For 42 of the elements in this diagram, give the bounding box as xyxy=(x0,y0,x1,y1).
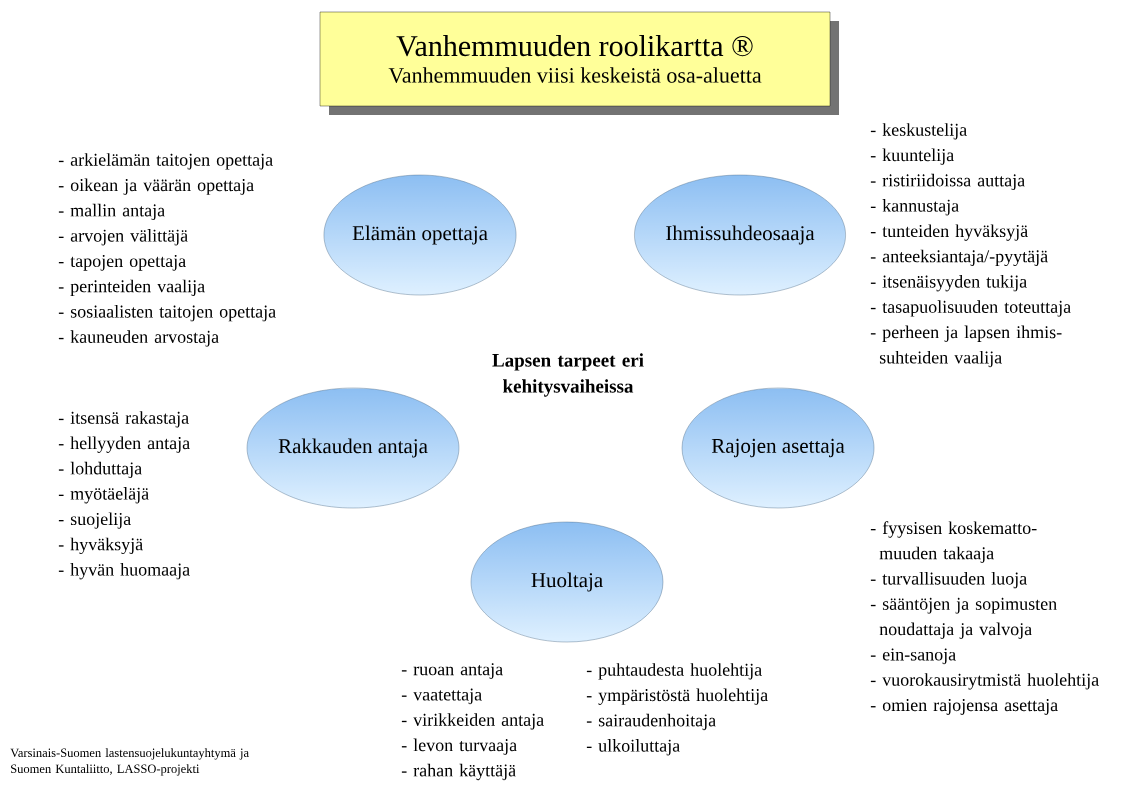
list-item: - levon turvaaja xyxy=(401,738,517,755)
list-item: - lohduttaja xyxy=(58,461,142,479)
list-item: - ein-sanoja xyxy=(870,648,956,665)
list-item: - itsensä rakastaja xyxy=(58,411,189,428)
list-item: - ympäristöstä huolehtija xyxy=(586,688,768,705)
list-item: - ulkoiluttaja xyxy=(586,739,680,756)
list-item: - mallin antaja xyxy=(58,203,165,221)
list-item: - fyysisen koskematto- muuden takaaja xyxy=(870,521,1037,563)
list-item: - perinteiden vaalija xyxy=(58,279,205,296)
list-item: - hyväksyjä xyxy=(58,537,143,555)
list-item: - anteeksiantaja/-pyytäjä xyxy=(870,249,1048,267)
list-item: - turvallisuuden luoja xyxy=(870,572,1027,589)
list-item: - oikean ja väärän opettaja xyxy=(58,178,254,195)
list-item: - tapojen opettaja xyxy=(58,254,186,271)
list-item: - myötäeläjä xyxy=(58,487,149,504)
list-item: - arvojen välittäjä xyxy=(58,229,188,246)
list-item: - keskustelija xyxy=(870,123,967,140)
list-item: - sosiaalisten taitojen opettaja xyxy=(58,305,276,322)
title-box: Vanhemmuuden roolikartta ® Vanhemmuuden viisi keskeistä osa-aluetta xyxy=(319,11,839,115)
list-item: - ristiriidoissa auttaja xyxy=(870,173,1025,191)
list-item: - kuuntelija xyxy=(870,148,954,165)
list-item: - kannustaja xyxy=(870,199,959,216)
list-item: - hellyyden antaja xyxy=(58,436,190,453)
list-item: - tunteiden hyväksyjä xyxy=(870,224,1028,241)
list-item: - arkielämän taitojen opettaja xyxy=(58,153,273,170)
list-item: - suojelija xyxy=(58,512,131,529)
list-item: - rahan käyttäjä xyxy=(401,763,516,781)
list-item: - hyvän huomaaja xyxy=(58,563,190,580)
list-item: - vaatettaja xyxy=(401,688,482,705)
list-item: - virikkeiden antaja xyxy=(401,713,544,730)
center-heading: Lapsen tarpeet eri kehitysvaiheissa xyxy=(492,353,644,397)
list-item: - sairaudenhoitaja xyxy=(586,713,716,731)
source-note: Varsinais-Suomen lastensuojelukuntayhtymä ja Suomen Kuntaliitto, LASSO-projekti xyxy=(10,748,249,776)
list-item: - puhtaudesta huolehtija xyxy=(586,663,762,680)
list-item: - tasapuolisuuden toteuttaja xyxy=(870,300,1071,317)
list-item: - perheen ja lapsen ihmis- suhteiden vaalija xyxy=(870,325,1062,368)
list-item: - vuorokausirytmistä huolehtija xyxy=(870,673,1099,690)
list-item: - ruoan antaja xyxy=(401,663,503,679)
list-item: - kauneuden arvostaja xyxy=(58,330,219,347)
list-item: - omien rajojensa asettaja xyxy=(870,699,1058,715)
list-item: - itsenäisyyden tukija xyxy=(870,275,1027,292)
list-item: - sääntöjen ja sopimusten noudattaja ja valvoja xyxy=(870,597,1057,639)
